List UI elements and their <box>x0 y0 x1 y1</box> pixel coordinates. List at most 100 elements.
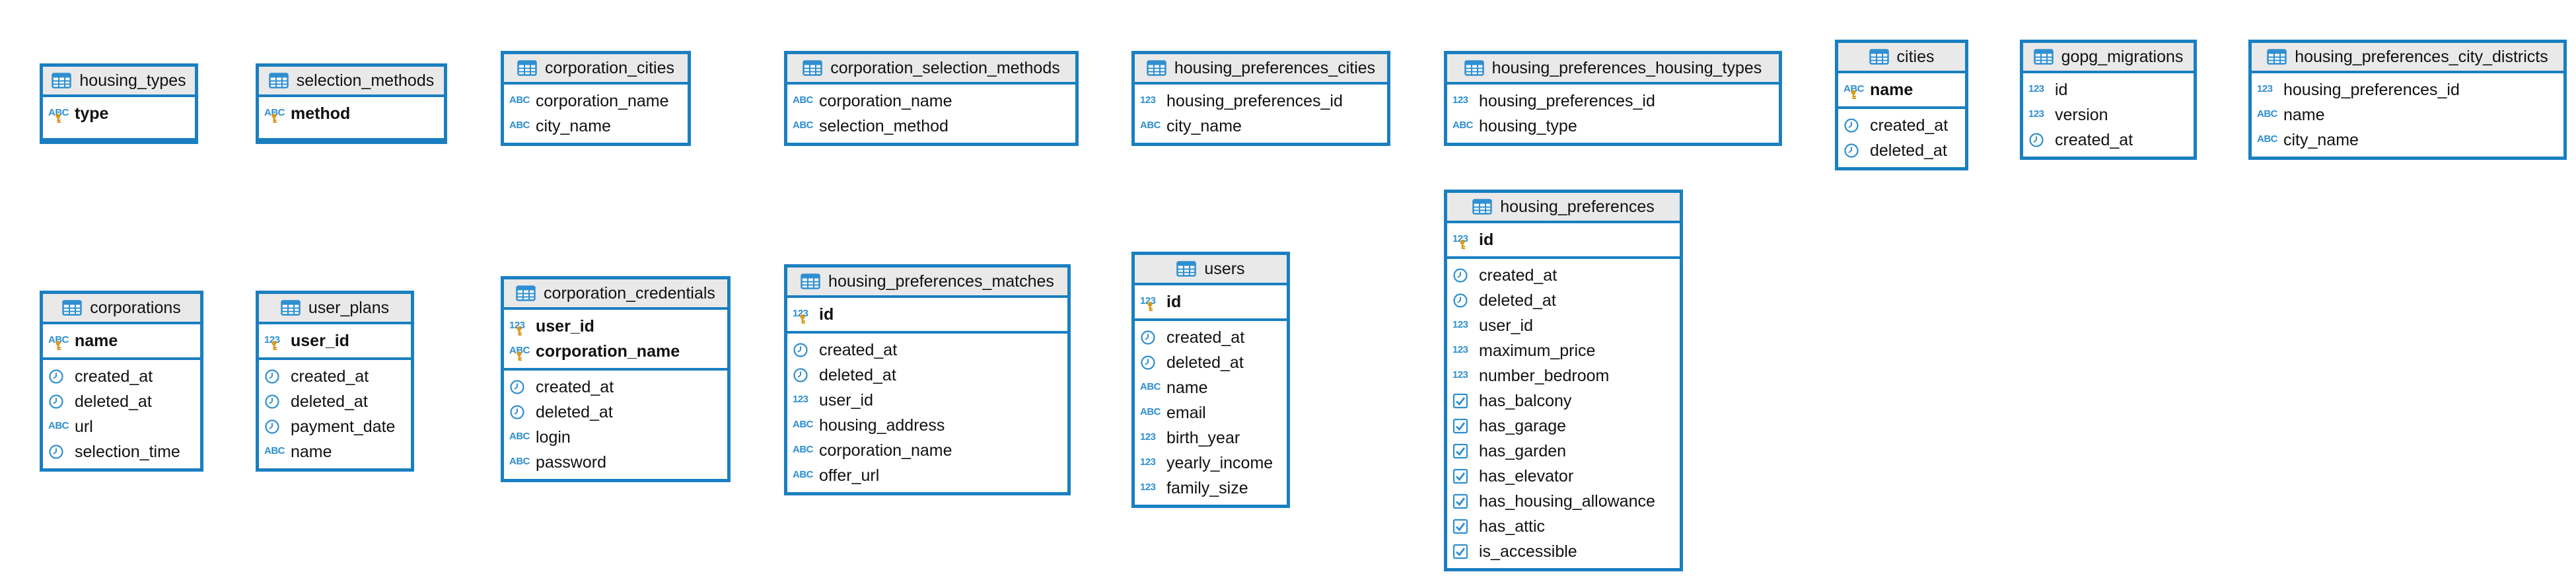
table-header[interactable]: corporation_cities <box>504 54 688 85</box>
table-column[interactable]: is_accessible <box>1447 539 1680 564</box>
table-title: user_plans <box>308 298 390 317</box>
table-header[interactable]: cities <box>1838 43 1965 73</box>
table-header[interactable]: housing_preferences_city_districts <box>2252 43 2563 73</box>
table-column[interactable]: deleted_at <box>1447 288 1680 313</box>
table-column[interactable]: deleted_at <box>43 389 200 414</box>
table-column[interactable]: deleted_at <box>1135 350 1287 375</box>
table-header[interactable]: housing_types <box>43 67 195 97</box>
checkbox-icon <box>1452 391 1475 411</box>
table-column[interactable]: created_at <box>504 375 727 400</box>
table-column[interactable]: selection_time <box>43 439 200 464</box>
primary-key-icon <box>515 351 523 361</box>
table-column[interactable]: created_at <box>2023 127 2194 153</box>
text-type-icon: ABC <box>1140 378 1163 398</box>
table-column[interactable]: created_at <box>1838 113 1965 138</box>
table-column[interactable]: has_balcony <box>1447 388 1680 414</box>
table-header[interactable]: user_plans <box>259 294 411 324</box>
table-column[interactable]: deleted_at <box>259 389 411 414</box>
table-column[interactable]: has_elevator <box>1447 464 1680 489</box>
table-column[interactable]: payment_date <box>259 414 411 439</box>
table-header[interactable]: housing_preferences_cities <box>1135 54 1387 85</box>
table-column[interactable]: deleted_at <box>1838 138 1965 163</box>
table-header[interactable]: corporation_credentials <box>504 279 727 310</box>
table-column[interactable]: created_at <box>43 364 200 389</box>
type-label: ABC <box>793 418 814 430</box>
table-header[interactable]: gopg_migrations <box>2023 43 2194 73</box>
table-header[interactable]: selection_methods <box>259 67 444 97</box>
table-header[interactable]: corporation_selection_methods <box>787 54 1075 85</box>
type-label: 123 <box>2257 83 2273 94</box>
table-column[interactable]: created_at <box>1447 263 1680 288</box>
table-header[interactable]: corporations <box>43 294 200 324</box>
table-column[interactable]: has_garage <box>1447 414 1680 439</box>
table-header[interactable]: housing_preferences_matches <box>787 268 1067 298</box>
table-column[interactable]: deleted_at <box>787 363 1067 388</box>
table-header[interactable]: housing_preferences <box>1447 193 1680 223</box>
table-header[interactable]: users <box>1135 255 1287 285</box>
table-column[interactable]: deleted_at <box>504 400 727 425</box>
table-column[interactable]: created_at <box>1135 325 1287 350</box>
table-column[interactable]: created_at <box>259 364 411 389</box>
table-column[interactable]: has_garden <box>1447 439 1680 464</box>
table-column[interactable]: has_attic <box>1447 514 1680 539</box>
table-column[interactable]: has_housing_allowance <box>1447 489 1680 514</box>
table-header[interactable]: housing_preferences_housing_types <box>1447 54 1779 85</box>
table-column[interactable]: created_at <box>787 338 1067 363</box>
